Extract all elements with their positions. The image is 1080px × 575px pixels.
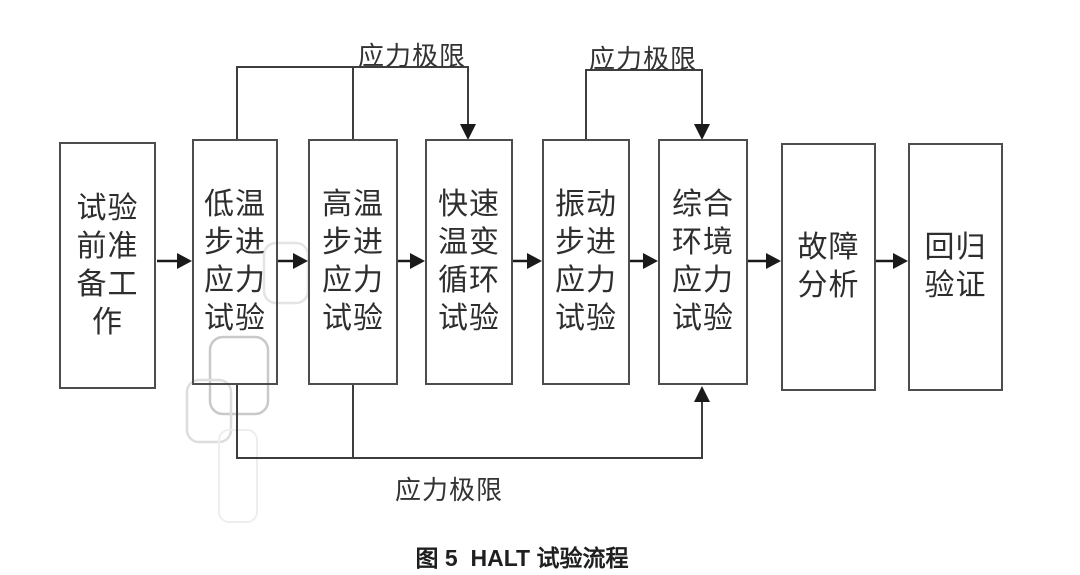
flow-arrow-5 xyxy=(630,253,658,269)
box-rapid-temp-cycle-test: 快速 温变 循环 试验 xyxy=(425,139,513,385)
watermark xyxy=(185,241,310,523)
feedback-connector-bottom xyxy=(236,385,710,459)
figure-caption: 图 5 HALT 试验流程 xyxy=(415,545,629,571)
flow-arrow-3 xyxy=(398,253,425,269)
box-vibration-step-stress-test: 振动 步进 应力 试验 xyxy=(542,139,630,385)
feedback-connector-top-left xyxy=(236,66,476,140)
box-failure-analysis: 故障 分析 xyxy=(781,143,876,391)
arrowhead-up-icon xyxy=(694,386,710,402)
flow-arrow-7 xyxy=(876,253,908,269)
arrowhead-down-icon xyxy=(694,124,710,140)
flow-arrow-4 xyxy=(513,253,542,269)
stress-limit-label-top-right: 应力极限 xyxy=(588,45,697,75)
stress-limit-label-bottom: 应力极限 xyxy=(394,476,503,506)
feedback-connector-top-right xyxy=(585,69,710,140)
box-test-preparation: 试验 前准 备工 作 xyxy=(59,142,156,389)
arrowhead-down-icon xyxy=(460,124,476,140)
flow-arrow-2 xyxy=(278,253,308,269)
box-regression-verification: 回归 验证 xyxy=(908,143,1003,391)
flow-arrow-1 xyxy=(157,253,192,269)
flow-arrows xyxy=(157,253,908,269)
box-high-temp-step-stress-test: 高温 步进 应力 试验 xyxy=(308,139,398,385)
box-low-temp-step-stress-test: 低温 步进 应力 试验 xyxy=(192,139,278,385)
flow-arrow-6 xyxy=(748,253,781,269)
stress-limit-label-top-left: 应力极限 xyxy=(357,42,466,72)
box-combined-env-stress-test: 综合 环境 应力 试验 xyxy=(658,139,748,385)
